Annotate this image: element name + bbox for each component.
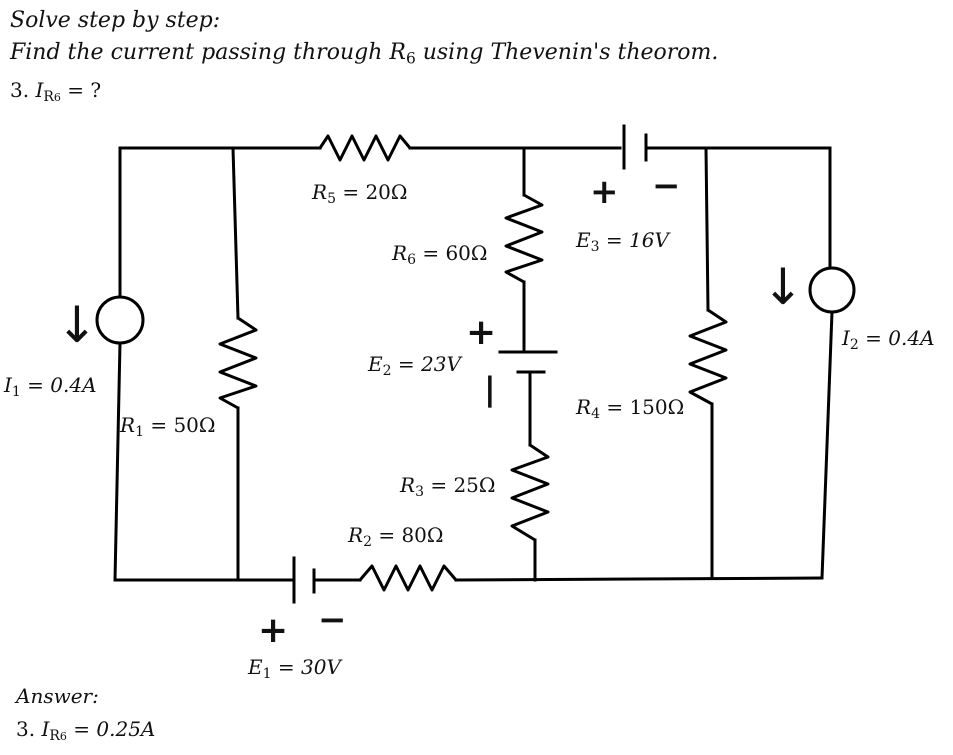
r5-sym: R [312,180,328,204]
r1-sub: 1 [135,424,144,441]
r5-sub: 5 [327,191,336,208]
e1-plus-sign: + [258,610,289,651]
r5-eq: = 20Ω [335,180,408,204]
arrow-down-icon: ↓ [56,296,98,354]
r6-eq: = 60Ω [415,241,488,265]
e2-sub: 2 [382,363,392,380]
i2-eq: = 0.4A [858,326,935,350]
resistor-r5 [318,134,412,162]
label-r6: R6 = 60Ω [392,241,488,268]
answer-eq: = [66,717,97,741]
label-e1: E1 = 30V [248,655,341,682]
i2-sym: I [842,326,850,350]
r4-eq: = 150Ω [599,395,685,419]
resistor-r2 [358,564,458,592]
e1-sym: E [248,655,263,679]
e1-minus-sign: − [318,600,347,640]
statement-suffix: using Thevenin's theorom. [415,40,719,65]
current-source-i2 [808,266,856,314]
resistor-r3 [510,443,550,542]
e2-minus-sign: | [484,370,496,408]
answer-number: 3. [16,717,36,741]
wire-top-right [644,146,832,162]
i2-sub: 2 [849,337,859,354]
label-r5: R5 = 20Ω [312,180,408,207]
question-number: 3. [10,78,30,102]
i1-eq: = 0.4A [20,373,97,397]
label-i2: I2 = 0.4A [842,326,935,353]
e3-sym: E [576,228,591,252]
e2-sym: E [368,352,383,376]
label-r2: R2 = 80Ω [348,523,444,550]
e3-minus-sign: − [652,166,681,206]
e1-sub: 1 [262,666,272,683]
answer-heading: Answer: [16,684,99,708]
r4-sym: R [576,395,592,419]
r2-sub: 2 [363,534,372,551]
r1-sym: R [120,413,136,437]
wire-left-outer-bottom [113,341,122,582]
r1-eq: = 50Ω [143,413,216,437]
r2-eq: = 80Ω [371,523,444,547]
r6-sym: R [392,241,408,265]
answer-sub-n: 6 [59,729,67,743]
r2-sym: R [348,523,364,547]
e3-sub: 3 [590,239,600,256]
resistor-r6 [504,193,544,284]
r3-sub: 3 [415,484,424,501]
question-label: 3. IR6 = ? [10,78,101,105]
resistor-r1 [218,316,258,410]
label-e2: E2 = 23V [368,352,461,379]
answer-sub-r: R [49,728,60,745]
answer-value: 0.25A [96,717,156,741]
arrow-down-icon: ↓ [762,258,804,316]
problem-statement: Find the current passing through R6 usin… [10,40,718,68]
e2-eq: = 23V [391,352,461,376]
statement-subscript: 6 [405,49,416,68]
answer-line: 3. IR6 = 0.25A [16,717,155,744]
r4-sub: 4 [591,406,600,423]
current-source-i1 [95,295,145,345]
question-sub-r: R [43,89,54,106]
i1-sub: 1 [11,384,21,401]
e1-eq: = 30V [271,655,341,679]
label-r1: R1 = 50Ω [120,413,216,440]
resistor-r4 [688,308,728,406]
e3-plus-sign: + [590,172,619,212]
question-rest: = ? [60,78,102,102]
r3-eq: = 25Ω [423,473,496,497]
wire-r1-top [231,146,240,320]
r6-sub: 6 [407,252,416,269]
instruction-text: Solve step by step: [10,8,221,33]
wire-right-outer-bottom [820,310,834,580]
i1-sym: I [4,373,12,397]
answer-var: I [41,717,50,741]
e3-eq: = 16V [599,228,669,252]
r3-sym: R [400,473,416,497]
wire-bottom-right [454,576,824,582]
label-r3: R3 = 25Ω [400,473,496,500]
e2-plus-sign: + [466,312,497,353]
statement-prefix: Find the current passing through R [10,40,406,65]
question-var: I [35,78,44,102]
wire-r4-top [704,146,710,312]
label-e3: E3 = 16V [576,228,669,255]
label-r4: R4 = 150Ω [576,395,684,422]
question-sub-n: 6 [53,90,61,104]
label-i1: I1 = 0.4A [4,373,97,400]
